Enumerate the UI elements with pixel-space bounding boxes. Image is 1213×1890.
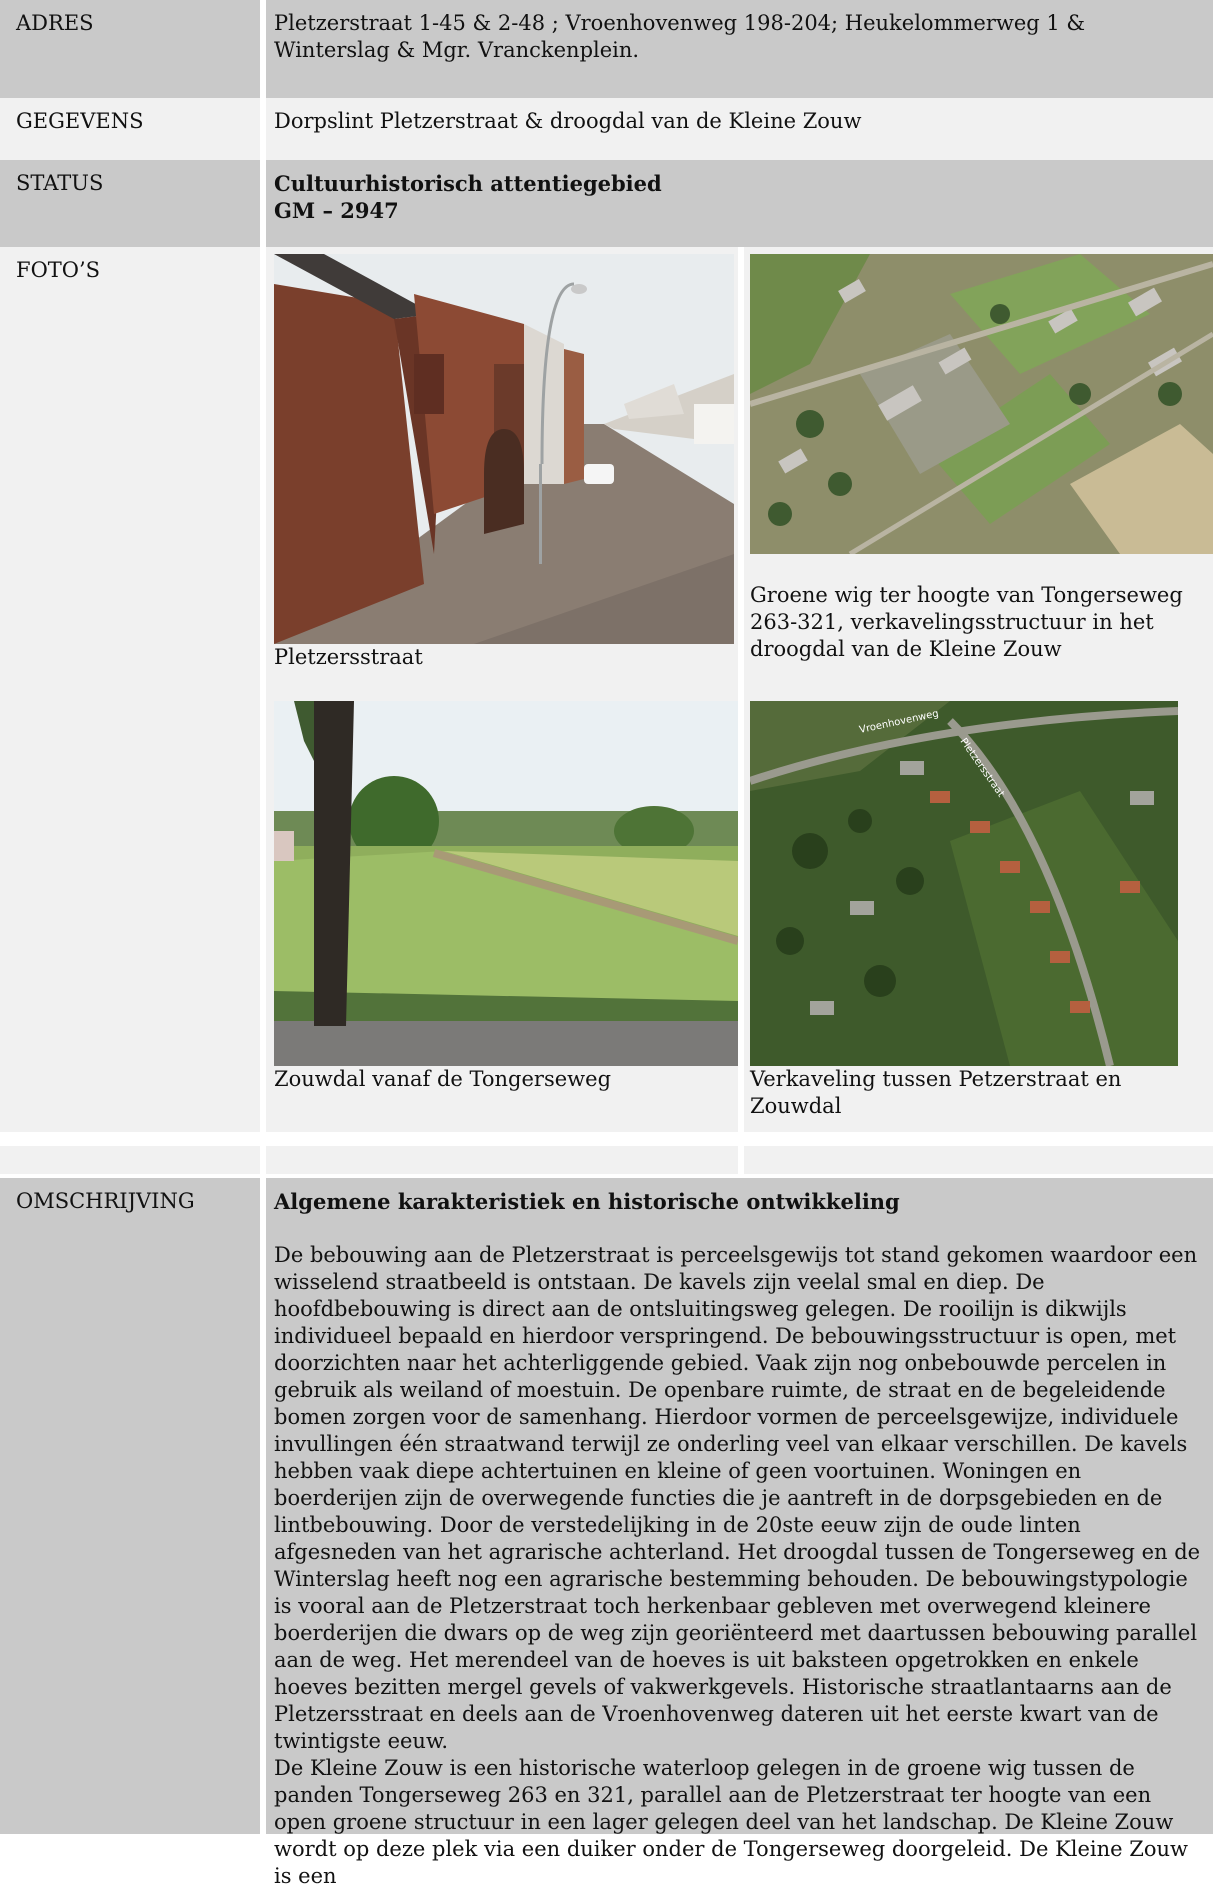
photo-zouwdal bbox=[274, 701, 738, 1066]
spacer-cell-2 bbox=[266, 1146, 738, 1174]
status-label: STATUS bbox=[0, 160, 260, 247]
gegevens-value: Dorpslint Pletzerstraat & droogdal van d… bbox=[266, 98, 1213, 160]
status-value: Cultuurhistorisch attentiegebied GM – 29… bbox=[266, 160, 1213, 247]
caption-photo-3: Zouwdal vanaf de Tongerseweg bbox=[274, 1067, 612, 1091]
omschrijving-value: Algemene karakteristiek en historische o… bbox=[266, 1178, 1213, 1888]
omschrijving-paragraph-2: De Kleine Zouw is een historische waterl… bbox=[274, 1756, 1189, 1888]
caption-photo-2: Groene wig ter hoogte van Tongerseweg 26… bbox=[750, 583, 1183, 661]
omschrijving-label: OMSCHRIJVING bbox=[0, 1178, 260, 1834]
omschrijving-paragraph-1: De bebouwing aan de Pletzerstraat is per… bbox=[274, 1243, 1201, 1753]
adres-label: ADRES bbox=[0, 0, 260, 98]
status-title: Cultuurhistorisch attentiegebied bbox=[274, 171, 662, 196]
landscape-photo-image bbox=[274, 701, 738, 1066]
adres-value: Pletzerstraat 1-45 & 2-48 ; Vroenhovenwe… bbox=[266, 0, 1213, 98]
spacer-cell-1 bbox=[0, 1146, 260, 1174]
fotos-label: FOTO’S bbox=[0, 247, 260, 697]
photo-verkaveling: Vroenhovenweg Pletzersstraat bbox=[750, 701, 1178, 1066]
spacer-cell-3 bbox=[744, 1146, 1213, 1174]
status-code: GM – 2947 bbox=[274, 198, 399, 223]
aerial-photo-image-1 bbox=[750, 254, 1213, 554]
caption-photo-4: Verkaveling tussen Petzerstraat en Zouwd… bbox=[750, 1067, 1122, 1118]
aerial-photo-image-2: Vroenhovenweg Pletzersstraat bbox=[750, 701, 1178, 1066]
fotos-label-empty bbox=[0, 697, 260, 1132]
caption-photo-1: Pletzersstraat bbox=[274, 645, 423, 669]
omschrijving-heading: Algemene karakteristiek en historische o… bbox=[274, 1189, 900, 1214]
photo-groene-wig bbox=[750, 254, 1213, 554]
photo-pletzersstraat bbox=[274, 254, 734, 644]
gegevens-label: GEGEVENS bbox=[0, 98, 260, 160]
street-photo-image bbox=[274, 254, 734, 644]
